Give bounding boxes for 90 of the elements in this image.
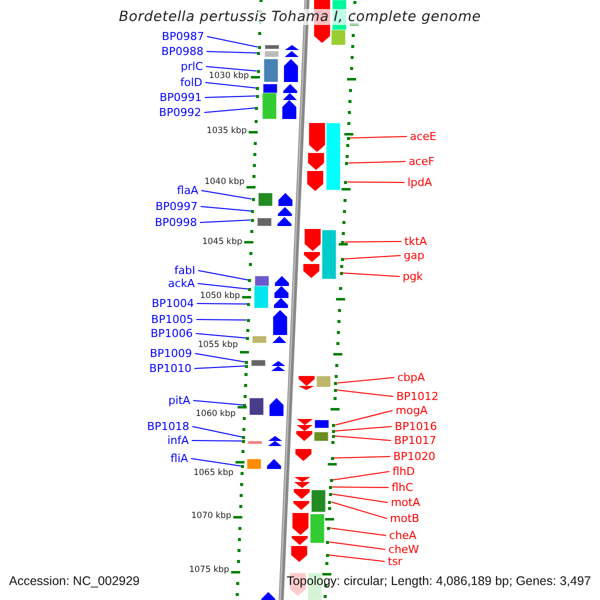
leader-line [204, 82, 256, 88]
leader-line [328, 542, 386, 550]
scale-label: 1040 kbp [204, 178, 245, 187]
leader-line [192, 426, 243, 438]
gene-label: cheA [389, 529, 416, 542]
gene-label: flhC [392, 481, 414, 494]
leader-line [343, 255, 402, 260]
scale-label: 1045 kbp [202, 238, 242, 247]
scale-label: 1065 kbp [193, 469, 234, 478]
gene-label: BP1020 [393, 450, 436, 463]
leader-line [332, 471, 390, 480]
gene-label: flhD [392, 465, 415, 478]
leader-line [190, 458, 242, 466]
gene-label: cheW [388, 543, 420, 556]
gene-label: BP1004 [152, 297, 194, 310]
leader-line [197, 283, 248, 290]
gene-label: motB [390, 512, 420, 525]
scale-label: 1030 kbp [208, 72, 249, 81]
gene-label: BP1009 [150, 347, 192, 360]
gene-label: lpdA [407, 176, 432, 189]
leader-line [330, 528, 387, 536]
leader-line [200, 190, 252, 200]
gene-label: BP1018 [147, 420, 190, 433]
gene-label: pitA [168, 394, 190, 407]
gene-label: aceF [408, 155, 434, 168]
gene-label: mogA [396, 404, 428, 417]
leader-line [196, 303, 248, 304]
gene-label: BP0987 [162, 30, 204, 43]
leader-line [198, 270, 249, 280]
leader-line [204, 96, 256, 98]
leader-line [331, 494, 388, 503]
leader-line [204, 108, 256, 113]
gene-label: infA [167, 434, 189, 447]
leader-line [349, 136, 408, 138]
scale-label: 1050 kbp [200, 292, 240, 301]
gene-label: BP0992 [159, 106, 202, 119]
gene-label: tsr [388, 555, 402, 568]
leader-line [206, 36, 258, 48]
leader-line [336, 390, 394, 397]
gene-label: fabI [174, 264, 196, 277]
leader-line [332, 486, 390, 488]
leader-line [334, 436, 392, 441]
gene-label: BP1006 [150, 327, 193, 340]
leader-line [191, 440, 242, 442]
gene-label: BP0997 [155, 200, 198, 213]
gene-label: BP1012 [396, 390, 439, 403]
gene-label: aceE [410, 130, 436, 143]
gene-label: ackA [168, 277, 195, 290]
leader-line [334, 410, 394, 426]
gene-label: BP1010 [149, 362, 192, 375]
leader-line [344, 241, 402, 242]
leader-line [200, 220, 252, 223]
gene-label: tktA [404, 235, 427, 248]
gene-label: BP1016 [394, 420, 437, 433]
gene-label: BP0988 [161, 45, 204, 58]
scale-label: 1070 kbp [191, 512, 232, 521]
scale-label: 1055 kbp [198, 341, 238, 350]
leader-line [196, 319, 248, 320]
gene-label: gap [404, 249, 424, 262]
leader-line [195, 333, 246, 338]
gene-label: flaA [177, 184, 198, 197]
leader-line [194, 366, 246, 369]
gene-label: BP0991 [160, 91, 202, 104]
gene-label: pgk [402, 270, 423, 283]
gene-label: fliA [170, 452, 188, 465]
leader-line [348, 161, 406, 164]
leader-line [346, 182, 405, 183]
leader-line [206, 51, 258, 54]
accession-text: Accession: NC_002929 [9, 574, 140, 589]
scale-label: 1060 kbp [196, 410, 236, 419]
leader-line [328, 554, 386, 562]
leader-line [330, 502, 388, 519]
leader-line [192, 400, 244, 406]
leader-line [200, 206, 252, 212]
gene-label: cbpA [397, 371, 425, 384]
leader-line [336, 377, 395, 384]
scale-label: 1035 kbp [206, 127, 247, 136]
gene-label: BP0998 [154, 216, 198, 229]
leader-line [334, 426, 392, 432]
leader-line [194, 353, 246, 362]
gene-label: folD [180, 76, 202, 89]
leader-line [205, 66, 258, 72]
gene-label: motA [390, 496, 420, 509]
leader-line [342, 272, 400, 277]
gene-label: prlC [180, 60, 203, 73]
scale-label: 1075 kbp [189, 566, 230, 575]
genome-info-text: Topology: circular; Length: 4,086,189 bp; Genes: 3,497 [286, 574, 591, 589]
gene-label: BP1005 [151, 313, 194, 326]
leader-line [333, 456, 391, 458]
gene-label: BP1017 [394, 434, 436, 447]
